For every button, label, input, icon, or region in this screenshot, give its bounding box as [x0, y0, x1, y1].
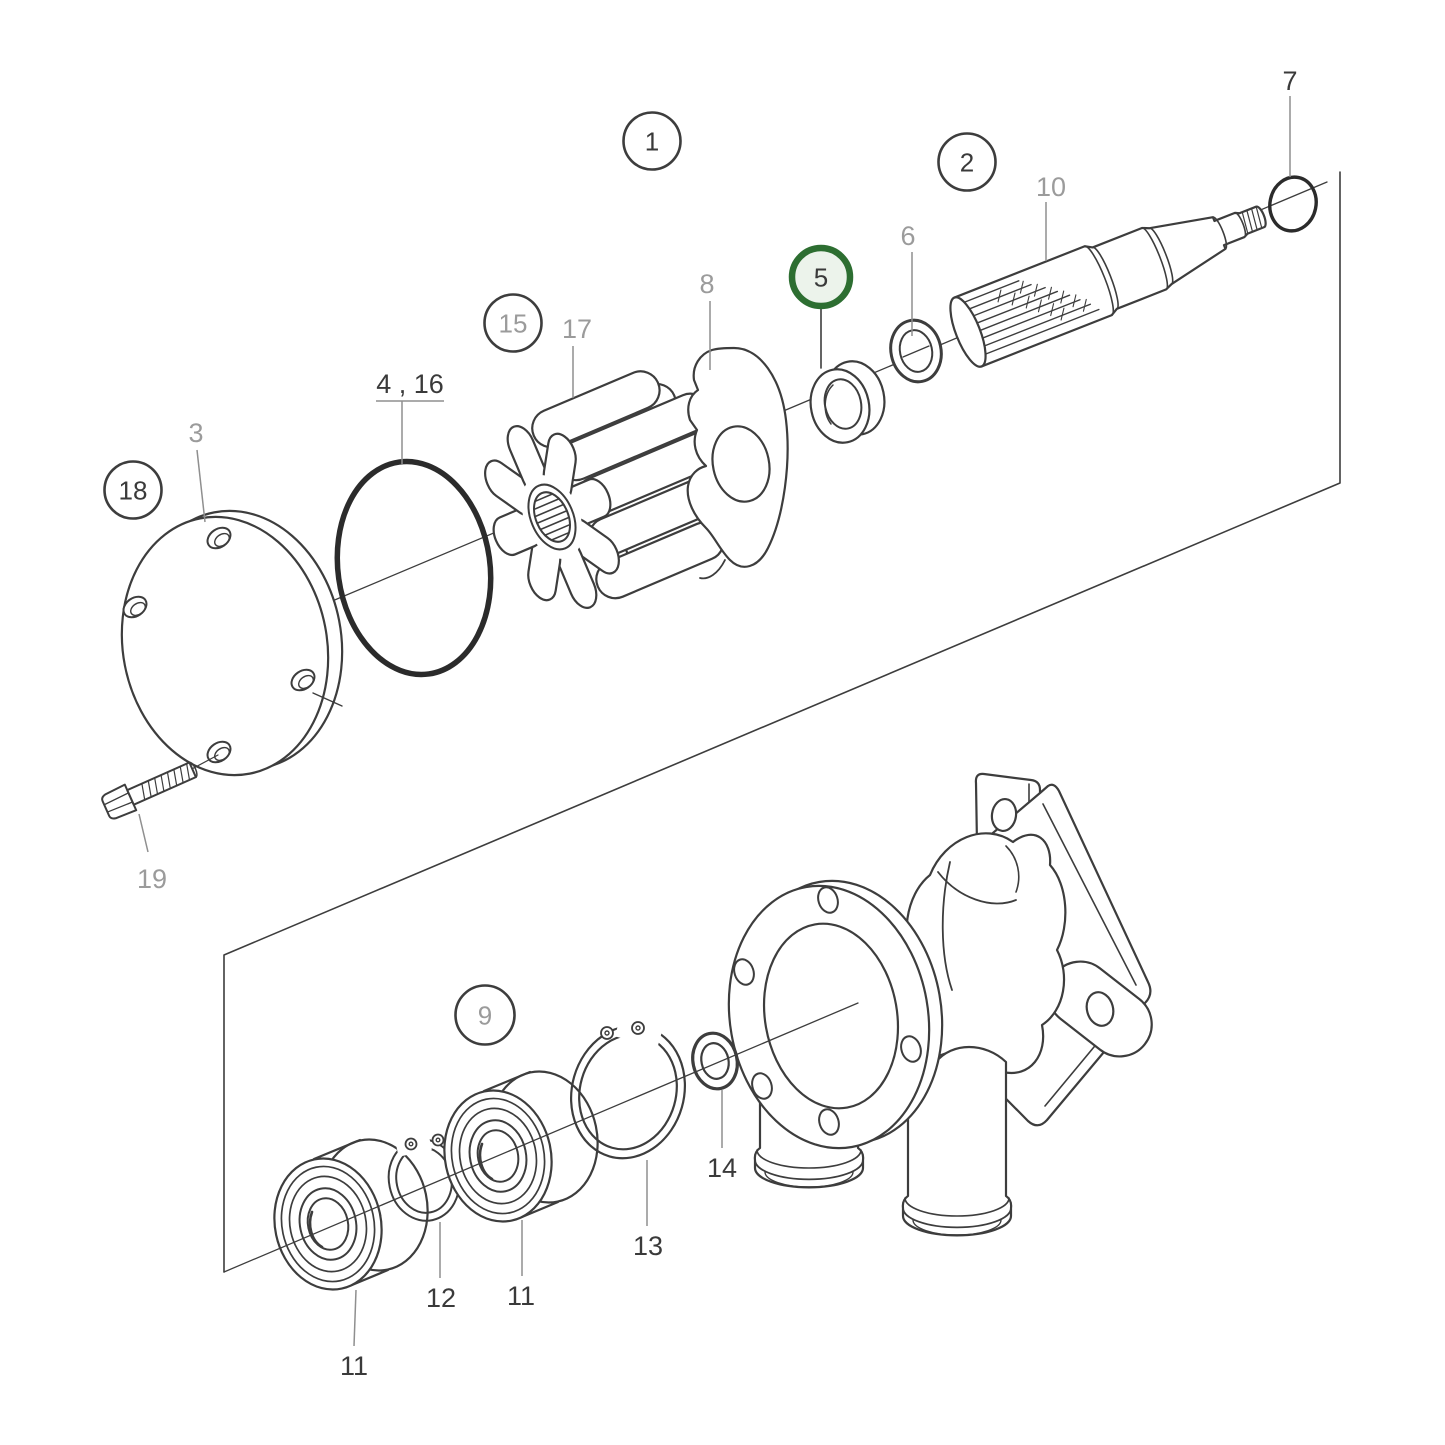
callout-1-label: 1	[645, 127, 659, 157]
impeller-front-face	[458, 403, 646, 631]
leader-19	[138, 813, 149, 853]
leader-11-left	[353, 1289, 357, 1347]
leader-4-16	[376, 400, 444, 464]
callout-5-highlighted[interactable]: 5	[788, 244, 854, 310]
shaft-spline-teeth	[963, 280, 1100, 355]
part-label-11-mid[interactable]: 11	[507, 1281, 535, 1311]
part-pump-housing	[727, 772, 1153, 1237]
callout-18[interactable]: 18	[103, 460, 163, 520]
bracket-bolt-hole-top	[990, 797, 1018, 833]
flange-opening	[762, 922, 900, 1110]
cam-plate-tab	[699, 559, 726, 580]
part-label-10[interactable]: 10	[1036, 172, 1066, 202]
part-label-17[interactable]: 17	[562, 314, 592, 344]
part-label-13[interactable]: 13	[633, 1231, 663, 1261]
impeller-bore-spline-hatching	[529, 491, 575, 542]
flange-bolt-holes	[733, 886, 922, 1136]
leader-lines	[138, 96, 1291, 1347]
shaft-spline-end-face	[949, 296, 987, 368]
part-large-circlip	[569, 1011, 687, 1160]
part-label-12[interactable]: 12	[426, 1283, 456, 1313]
callout-15[interactable]: 15	[483, 293, 543, 353]
housing-front-flange	[727, 879, 944, 1150]
shaft-groove-rings	[1083, 212, 1247, 316]
callout-5-label: 5	[814, 263, 828, 293]
shaft-spline-hatching	[997, 280, 1087, 321]
callout-9-label: 9	[478, 1001, 492, 1031]
shaft-thread-hatching	[1241, 206, 1263, 234]
part-large-o-ring	[334, 458, 494, 678]
part-drive-shaft	[949, 205, 1267, 368]
part-label-4-16[interactable]: 4 , 16	[376, 369, 444, 399]
part-cam-plate	[686, 346, 789, 580]
part-label-8[interactable]: 8	[699, 269, 714, 299]
part-small-o-ring	[1268, 175, 1318, 233]
callout-18-label: 18	[119, 476, 148, 506]
plate-edge-tick	[312, 692, 343, 707]
part-label-19[interactable]: 19	[137, 864, 167, 894]
part-seal-ring	[889, 318, 943, 384]
part-bearing-left	[273, 1138, 429, 1291]
bracket-bolt-hole-lug	[1085, 991, 1115, 1027]
leader-3	[196, 449, 206, 523]
part-cover-plate	[120, 509, 344, 777]
part-label-14[interactable]: 14	[707, 1153, 737, 1183]
cam-plate-hole	[711, 425, 771, 503]
part-label-11-left[interactable]: 11	[340, 1351, 368, 1381]
callout-9[interactable]: 9	[454, 984, 516, 1046]
part-label-3[interactable]: 3	[188, 418, 203, 448]
screw-thread-hatching	[141, 763, 191, 801]
part-label-6[interactable]: 6	[900, 221, 915, 251]
part-cover-screw	[101, 761, 198, 820]
part-bushing	[809, 360, 886, 444]
assembly-plane-boundary	[223, 171, 1341, 1273]
highlight-ring	[788, 244, 854, 310]
part-label-7[interactable]: 7	[1282, 66, 1297, 96]
callout-2[interactable]: 2	[937, 132, 997, 192]
callout-15-label: 15	[499, 309, 528, 339]
axis-through-seal	[902, 345, 930, 358]
lower-axis-centerline	[223, 1002, 859, 1273]
callout-2-label: 2	[960, 148, 974, 178]
cover-plate-screw-holes	[122, 526, 316, 764]
housing-right-port	[901, 1045, 1013, 1237]
callout-1[interactable]: 1	[622, 111, 682, 171]
